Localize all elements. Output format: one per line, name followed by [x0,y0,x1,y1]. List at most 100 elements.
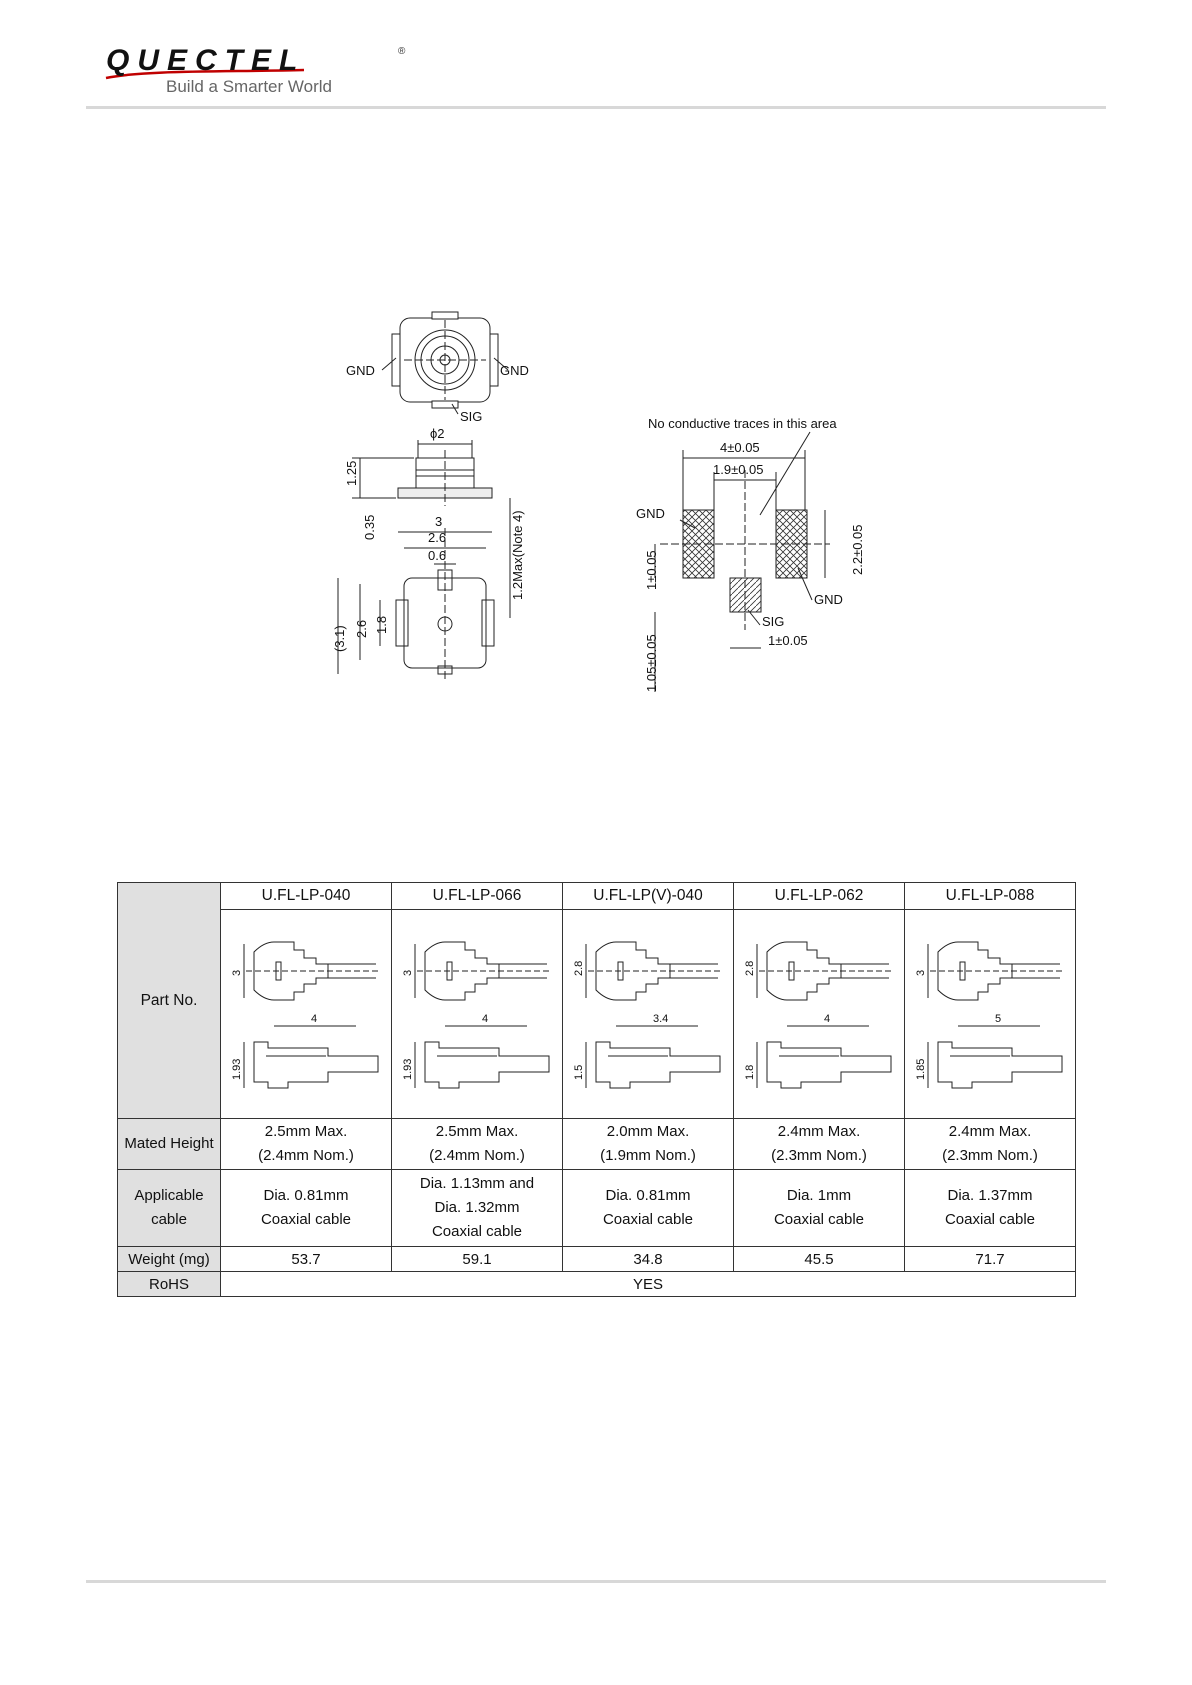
footer-divider [86,1580,1106,1583]
plug-drawing: 351.85 [915,941,1065,1089]
logo-registered-mark: ® [398,46,406,57]
mated-height-nom: (2.3mm Nom.) [942,1147,1038,1164]
top-view-gnd-left-label: GND [346,363,375,378]
side-view-base: 0.35 [362,515,377,540]
logo-tagline: Build a Smarter World [166,77,332,96]
mated-height-max: 2.4mm Max. [777,1123,861,1140]
plug-side-outline [766,1041,892,1089]
mated-plug-spec-table: Part No. U.FL-LP-040 U.FL-LP-066 U.FL-LP… [117,882,1076,1297]
cable-line: Coaxial cable [773,1211,865,1228]
footprint-dim-1-05: 1.05±0.05 [644,634,659,692]
plug-length-dim: 4 [311,1013,317,1025]
connector-drawing: GND GND SIG ϕ2 1.25 0.35 3 2 [300,300,900,700]
weight-cell: 59.1 [391,1246,563,1272]
bottom-view-width-0-6: 0.6 [428,548,446,563]
bottom-view-dim-3-1: (3.1) [332,625,347,652]
plug-length-dim: 4 [824,1013,830,1025]
mated-height-max: 2.0mm Max. [606,1123,690,1140]
mated-height-nom: (2.3mm Nom.) [771,1147,867,1164]
cable-line: Coaxial cable [260,1211,352,1228]
part-name-cell: U.FL-LP-088 [904,882,1076,910]
mated-height-cell: 2.5mm Max. (2.4mm Nom.) [220,1118,392,1170]
plug-side-outline [595,1041,721,1089]
mated-height-nom: (1.9mm Nom.) [600,1147,696,1164]
cable-line: Coaxial cable [602,1211,694,1228]
plug-side-dim: 1.85 [915,1059,927,1080]
weight-cell: 53.7 [220,1246,392,1272]
plug-contact [275,961,282,981]
footprint-gnd-right-label: GND [814,592,843,607]
mated-height-label: Mated Height [117,1118,221,1170]
plug-side-outline [937,1041,1063,1089]
pcb-footprint-drawing: No conductive traces in this area 4±0.05… [636,416,865,692]
plug-contact [446,961,453,981]
part-name-cell: U.FL-LP(V)-040 [562,882,734,910]
mated-height-cell: 2.0mm Max. (1.9mm Nom.) [562,1118,734,1170]
weight-label: Weight (mg) [117,1246,221,1272]
mated-height-max: 2.5mm Max. [264,1123,348,1140]
cable-line: Dia. 1mm [786,1187,852,1204]
receptacle-bottom-view: 3 2.6 0.6 (3.1) 2.6 1.8 1.2Max(Note 4) [332,498,525,680]
receptacle-top-view: GND GND SIG [346,311,529,424]
table-row: RoHS YES [117,1271,1076,1297]
applicable-cable-label-line2: cable [151,1211,187,1228]
mated-height-cell: 2.4mm Max. (2.3mm Nom.) [733,1118,905,1170]
logo-swoosh [105,68,305,80]
bottom-view-width-3: 3 [435,514,442,529]
applicable-cable-label-line1: Applicable [134,1187,204,1204]
part-name-cell: U.FL-LP-040 [220,882,392,910]
plug-length-dim: 3.4 [653,1013,668,1025]
plug-side-outline [424,1041,550,1089]
plug-drawing: 2.841.8 [744,941,894,1089]
plug-height-dim: 3 [231,970,243,976]
side-view-diameter: ϕ2 [430,426,445,441]
plug-contact [959,961,966,981]
bottom-view-dim-1-8: 1.8 [374,616,389,634]
plug-height-dim: 2.8 [573,961,585,976]
part-no-label: Part No. [117,882,221,1119]
mated-height-max: 2.4mm Max. [948,1123,1032,1140]
footprint-dim-1: 1±0.05 [644,550,659,590]
mated-height-nom: (2.4mm Nom.) [429,1147,525,1164]
weight-cell: 45.5 [733,1246,905,1272]
mated-height-max: 2.5mm Max. [435,1123,519,1140]
plug-height-dim: 3 [402,970,414,976]
cable-line: Dia. 0.81mm [605,1187,691,1204]
plug-length-dim: 5 [995,1013,1001,1025]
footprint-dim-sig-width: 1±0.05 [768,633,808,648]
part-name-cell: U.FL-LP-062 [733,882,905,910]
receptacle-side-view: ϕ2 1.25 0.35 [344,426,493,540]
table-row: Weight (mg) 53.7 59.1 34.8 45.5 71.7 [117,1246,1076,1272]
plug-side-dim: 1.93 [402,1059,414,1080]
plug-side-outline [253,1041,379,1089]
plug-side-dim: 1.5 [573,1065,585,1080]
table-row: Part No. U.FL-LP-040 U.FL-LP-066 U.FL-LP… [117,882,1076,1119]
plug-side-dim: 1.8 [744,1065,756,1080]
quectel-logo: QUECTEL ® Build a Smarter World [104,40,424,100]
rohs-label: RoHS [117,1271,221,1297]
plug-drawing: 341.93 [402,941,552,1089]
footprint-note: No conductive traces in this area [648,416,837,431]
mated-height-cell: 2.4mm Max. (2.3mm Nom.) [904,1118,1076,1170]
plug-height-dim: 3 [915,970,927,976]
footprint-dim-2-2: 2.2±0.05 [850,524,865,575]
top-view-sig-label: SIG [460,409,482,424]
plug-contact [788,961,795,981]
header-divider [86,106,1106,109]
weight-cell: 71.7 [904,1246,1076,1272]
bottom-view-width-2-6: 2.6 [428,530,446,545]
footprint-sig-label: SIG [762,614,784,629]
plug-drawing: 341.93 [231,941,381,1089]
mated-height-nom: (2.4mm Nom.) [258,1147,354,1164]
applicable-cable-label: Applicable cable [117,1169,221,1247]
plug-side-dim: 1.93 [231,1059,243,1080]
footprint-dim-1-9: 1.9±0.05 [713,462,764,477]
